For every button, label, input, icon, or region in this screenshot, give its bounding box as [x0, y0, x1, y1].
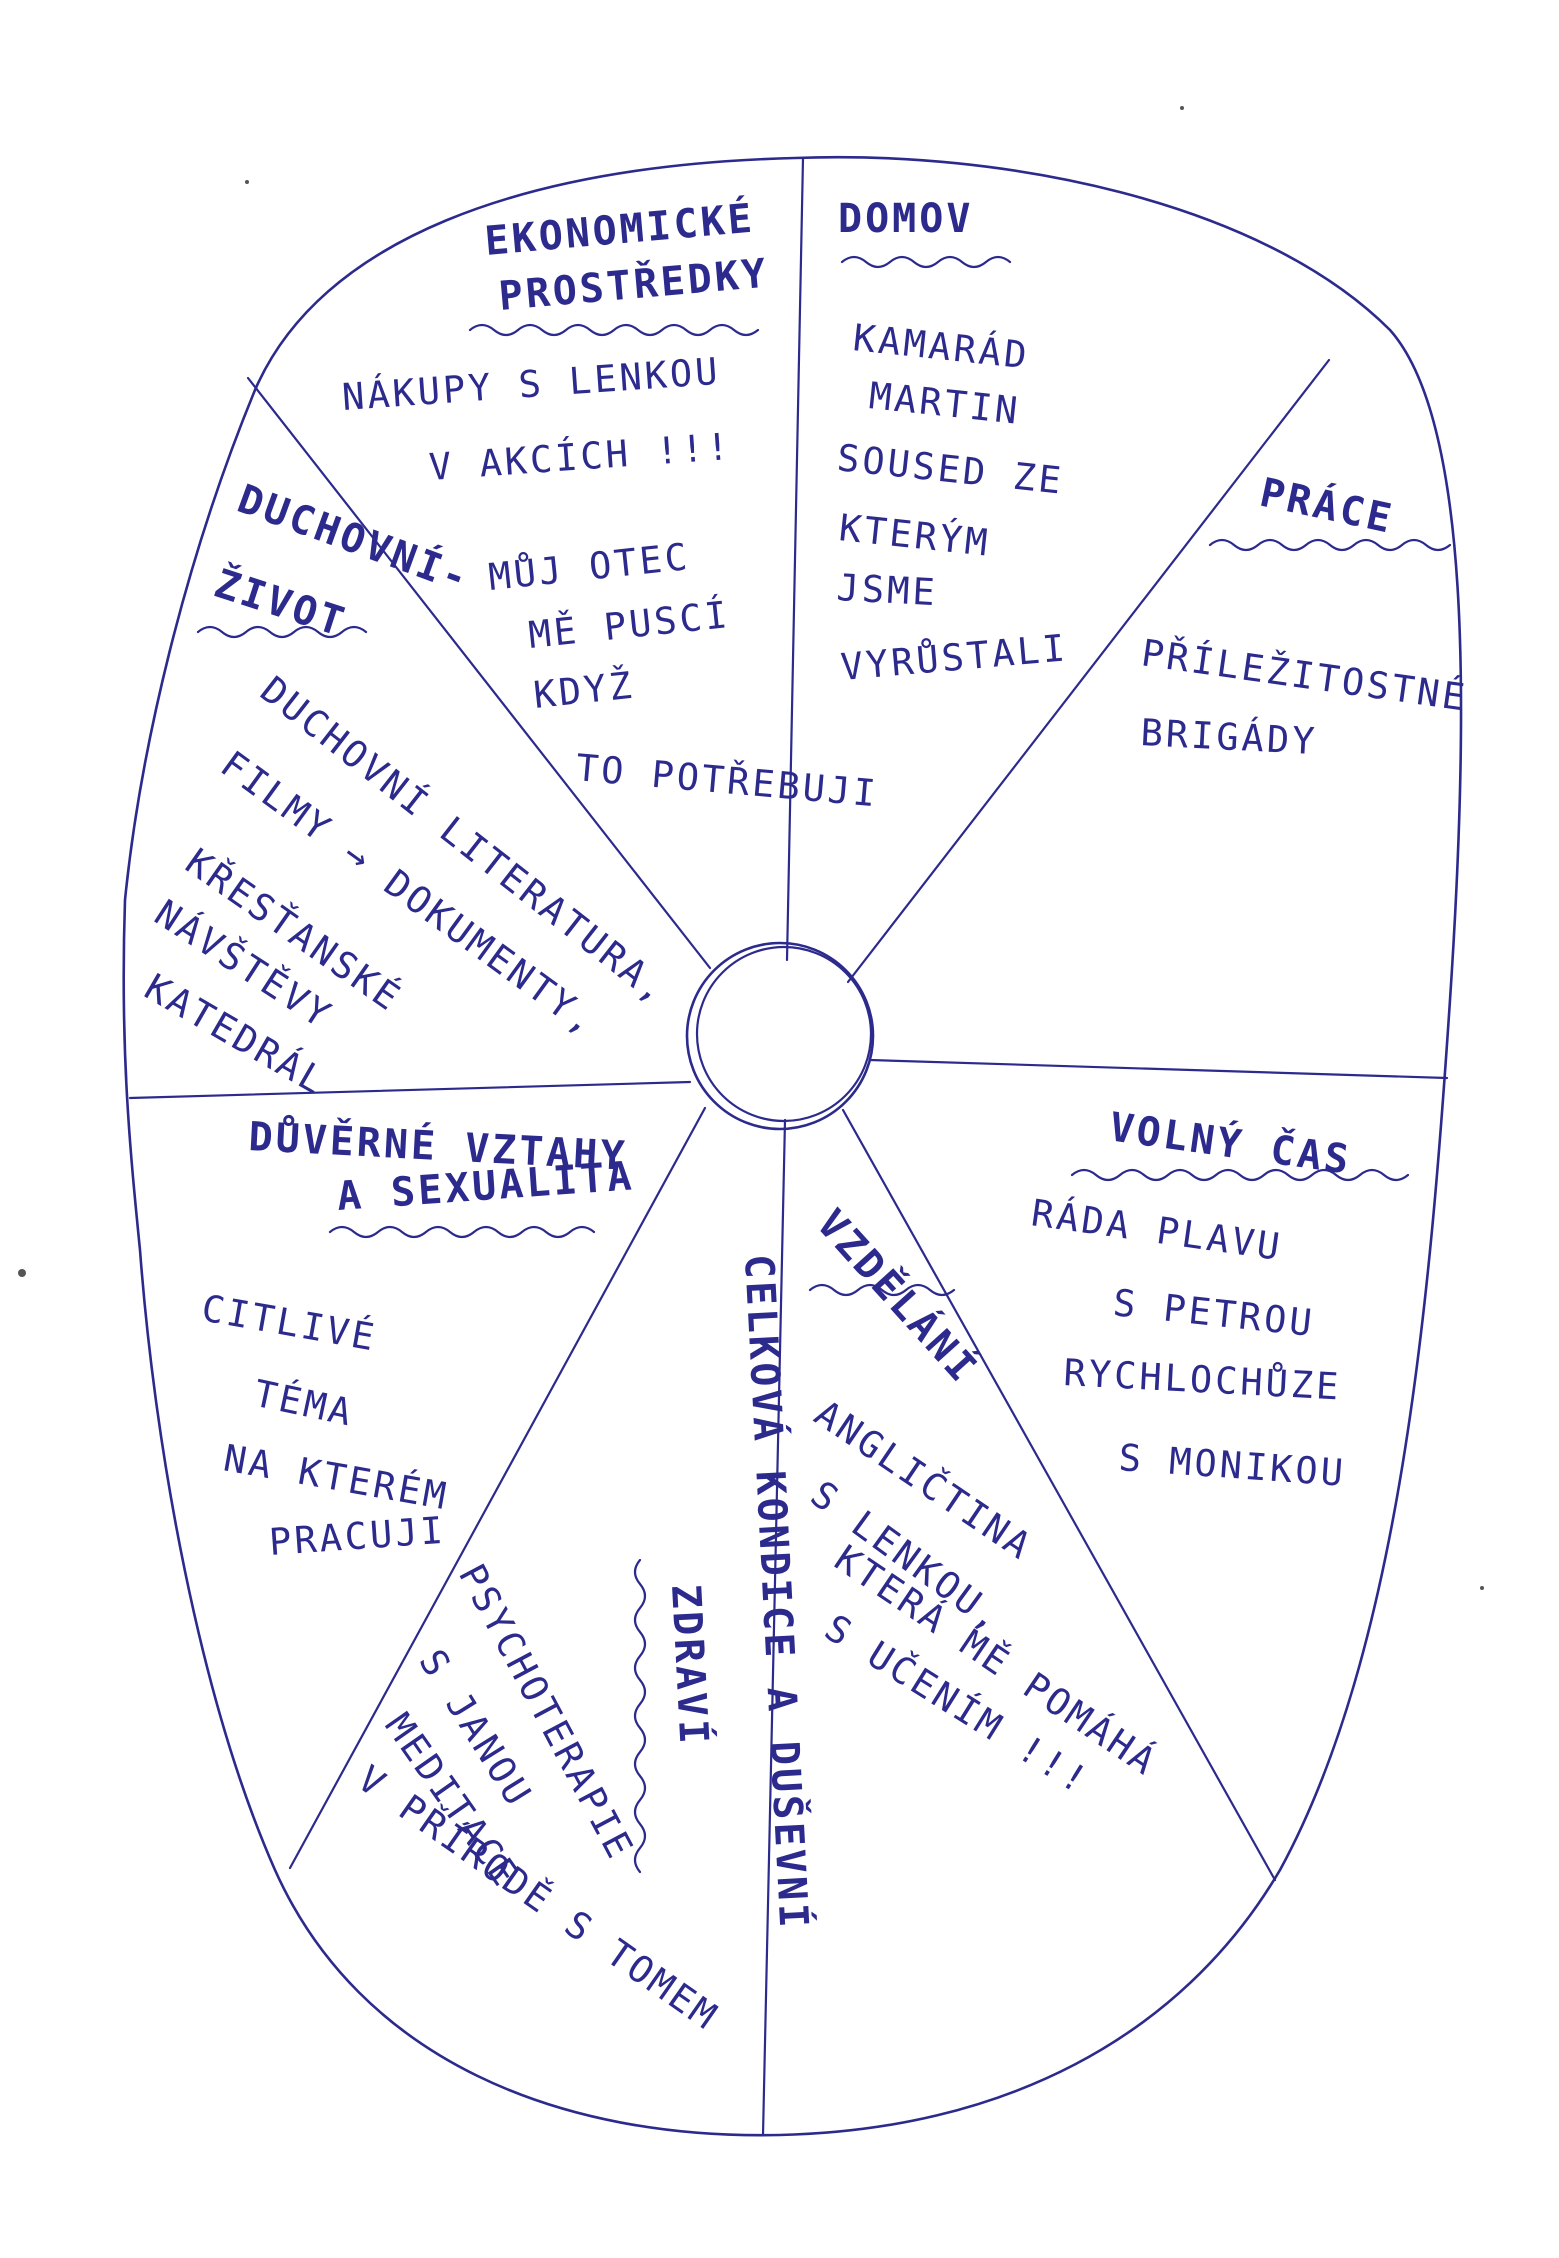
- home-line-5: JSME: [836, 566, 939, 614]
- spoke-top-right: [846, 358, 1331, 984]
- leisure-line-4: S MONIKOU: [1117, 1436, 1347, 1495]
- intimate-title-underline: [328, 1225, 596, 1239]
- home-line-2: MARTIN: [867, 374, 1022, 433]
- spoke-bottom-right: [841, 1108, 1277, 1882]
- health-line-4: V PŘÍRODĚ S TOMEM: [350, 1756, 727, 2039]
- economic-line-6: TO POTŘEBUJI: [574, 745, 880, 815]
- spoke-top-left: [246, 376, 712, 970]
- leisure-line-3: RYCHLOCHŮZE: [1063, 1350, 1343, 1408]
- intimate-line-1: CITLIVÉ: [198, 1286, 380, 1360]
- work-title: PRÁCE: [1256, 468, 1398, 543]
- leisure-line-2: S PETROU: [1111, 1281, 1317, 1345]
- spoke-right: [868, 1058, 1449, 1080]
- spoke-top: [785, 156, 805, 962]
- health-title-underline: [633, 1558, 647, 1874]
- segment-health: CELKOVÁ KONDICE A DUŠEVNÍ ZDRAVÍ PSYCHOT…: [350, 1253, 819, 2039]
- economic-line-3: MŮJ OTEC: [486, 534, 692, 599]
- center-hub: [685, 941, 875, 1131]
- leisure-line-1: RÁDA PLAVU: [1029, 1190, 1285, 1269]
- economic-title-underline: [468, 323, 760, 337]
- economic-line-4: MĚ PUSCÍ: [526, 592, 732, 657]
- segment-economic: EKONOMICKÉ PROSTŘEDKY NÁKUPY S LENKOU V …: [341, 194, 881, 816]
- segment-leisure: VOLNÝ ČAS RÁDA PLAVU S PETROU RYCHLOCHŮZ…: [1029, 1101, 1410, 1495]
- wheel-outline: [122, 155, 1463, 2137]
- home-line-1: KAMARÁD: [851, 315, 1032, 377]
- intimate-line-4: PRACUJI: [268, 1509, 448, 1564]
- spoke-bottom-left: [288, 1106, 707, 1870]
- spoke-bottom: [761, 1118, 787, 2137]
- paper-speck: [245, 180, 249, 184]
- work-line-2: BRIGÁDY: [1140, 710, 1319, 763]
- economic-line-5: KDYŽ: [531, 663, 636, 717]
- intimate-line-3: NA KTERÉM: [220, 1436, 452, 1519]
- work-line-1: PŘÍLEŽITOSTNÉ: [1139, 630, 1471, 719]
- segment-intimate: DŮVĚRNÉ VZTAHY A SEXUALITA CITLIVÉ TÉMA …: [198, 1111, 635, 1564]
- education-title: VZDĚLÁNÍ: [808, 1200, 989, 1393]
- health-title-line-2: ZDRAVÍ: [662, 1583, 718, 1748]
- home-title: DOMOV: [838, 196, 973, 242]
- economic-line-1: NÁKUPY S LENKOU: [341, 349, 722, 419]
- center-hub-retrace: [695, 945, 873, 1123]
- spiritual-title-underline: [196, 625, 368, 639]
- leisure-title-underline: [1070, 1168, 1410, 1182]
- segment-education: VZDĚLÁNÍ ANGLIČTINA S LENKOU, KTERÁ MĚ P…: [803, 1200, 1166, 1804]
- health-title-line-1: CELKOVÁ KONDICE A DUŠEVNÍ: [735, 1253, 818, 1932]
- paper-speck: [18, 1269, 26, 1277]
- segment-home: DOMOV KAMARÁD MARTIN SOUSED ZE KTERÝM JS…: [835, 196, 1069, 689]
- home-line-4: KTERÝM: [837, 505, 992, 565]
- work-title-underline: [1208, 538, 1452, 552]
- segment-work: PRÁCE PŘÍLEŽITOSTNÉ BRIGÁDY: [1139, 468, 1471, 763]
- home-line-6: VYRŮSTALI: [839, 625, 1069, 689]
- economic-line-2: V AKCÍCH !!!: [428, 424, 734, 489]
- home-line-3: SOUSED ZE: [835, 436, 1066, 503]
- spoke-left: [128, 1080, 692, 1100]
- paper-speck: [1180, 106, 1184, 110]
- paper-speck: [1480, 1586, 1484, 1590]
- education-title-underline: [808, 1283, 956, 1297]
- home-title-underline: [840, 255, 1012, 269]
- intimate-line-2: TÉMA: [250, 1371, 358, 1435]
- spiritual-title-line-2: ŽIVOT: [209, 559, 353, 646]
